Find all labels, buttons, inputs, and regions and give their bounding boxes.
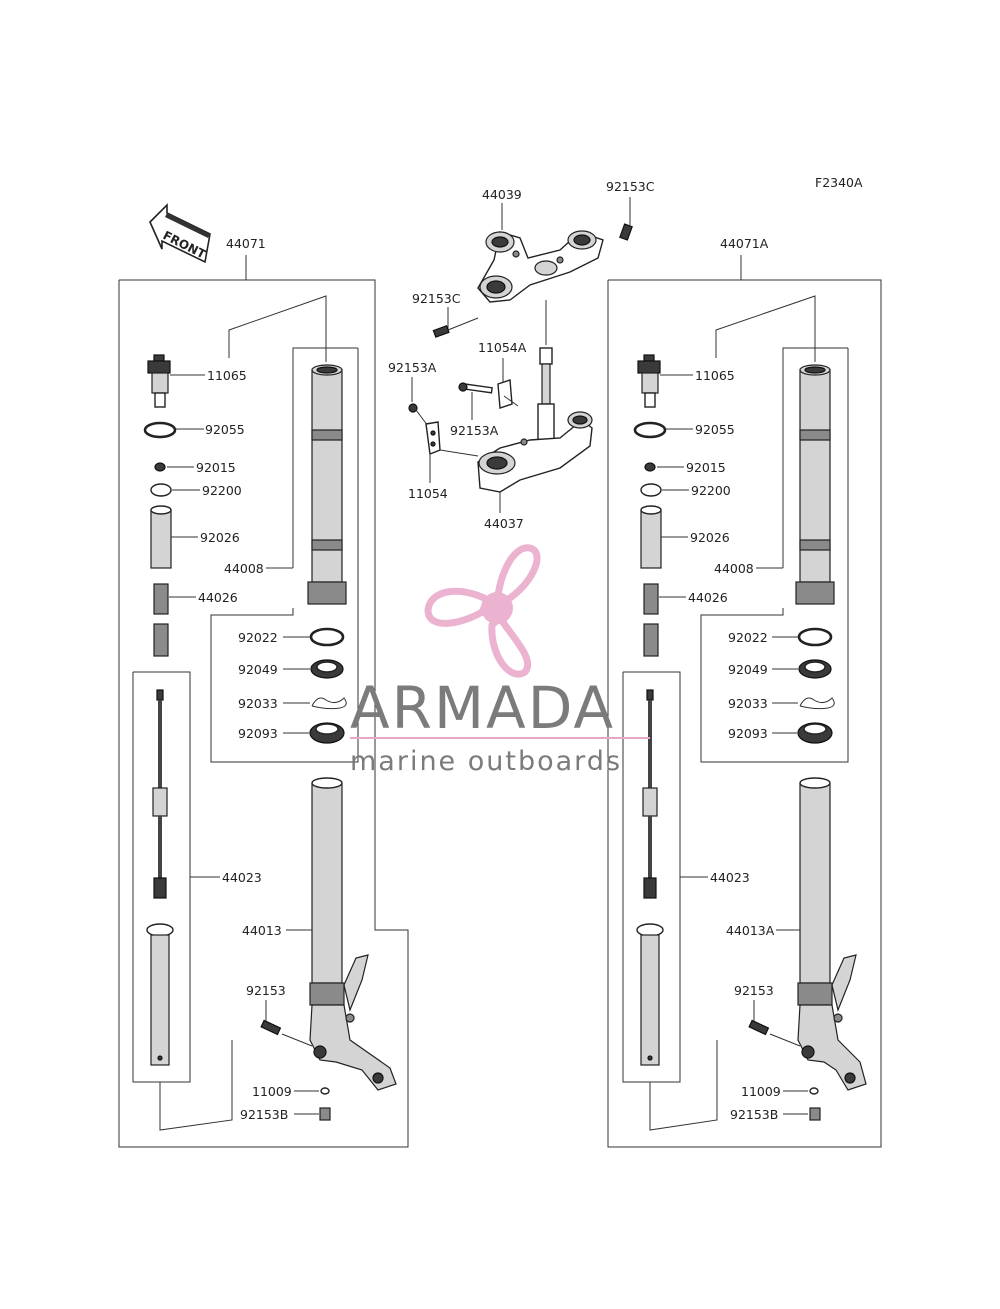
label-right-outer-tube: 44008 — [714, 561, 754, 576]
right-damper-rod — [636, 689, 664, 1066]
label-clamp: 11054 — [408, 486, 448, 501]
label-left-caliper-bolt: 92153 — [246, 983, 286, 998]
right-inner-tube — [797, 777, 867, 1091]
left-inner-tube — [309, 777, 397, 1091]
label-right-spring: 44026 — [688, 590, 728, 605]
left-nut — [154, 462, 166, 472]
left-washer — [150, 483, 172, 497]
label-right-damper-rod: 44023 — [710, 870, 750, 885]
left-dust-seal — [309, 722, 345, 744]
front-arrow-icon: FRONT — [149, 203, 211, 264]
label-bolt-a-mid: 92153A — [450, 423, 499, 438]
upper-bracket-group: 44039 — [477, 187, 604, 303]
label-upper-bracket: 44039 — [482, 187, 522, 202]
left-cap-bolt: 11065 — [147, 354, 247, 408]
watermark-brand: ARMADA — [350, 674, 615, 742]
right-cap-bolt: 11065 — [637, 354, 735, 408]
label-left-outer-tube: 44008 — [224, 561, 264, 576]
label-bolt-upper-right: 92153C — [606, 179, 655, 194]
label-right-washer: 92200 — [691, 483, 731, 498]
label-left-cap-bolt: 11065 — [207, 368, 247, 383]
label-right-dust-seal: 92093 — [728, 726, 768, 741]
clamp-11054a: 11054A — [478, 340, 527, 409]
label-bolt-a-left: 92153A — [388, 360, 437, 375]
label-left-dust-seal: 92093 — [238, 726, 278, 741]
propeller-logo-icon — [424, 544, 541, 678]
label-right-collar: 92026 — [690, 530, 730, 545]
label-right-gasket: 11009 — [741, 1084, 781, 1099]
label-left-assembly: 44071 — [226, 236, 266, 251]
right-oil-seal — [798, 659, 832, 679]
label-clamp-a: 11054A — [478, 340, 527, 355]
left-outer-tube — [307, 364, 347, 605]
left-o-ring — [143, 421, 177, 439]
right-nut — [644, 462, 656, 472]
label-right-circlip: 92033 — [728, 696, 768, 711]
right-caliper-bolt: 92153 — [734, 983, 801, 1047]
left-fork-assembly: 44071 11065 92055 92015 92200 92026 — [118, 236, 409, 1148]
left-oil-seal — [310, 659, 344, 679]
left-bottom-bolt — [319, 1107, 331, 1121]
right-fork-assembly: 44071A 11065 92055 92015 92200 92026 — [607, 236, 882, 1148]
label-left-inner-tube: 44013 — [242, 923, 282, 938]
label-right-oil-seal: 92049 — [728, 662, 768, 677]
bolt-92153c-left: 92153C — [412, 291, 479, 338]
right-circlip — [799, 697, 835, 710]
left-collar: 92026 — [150, 505, 240, 569]
watermark-tagline: marine outboards — [350, 746, 622, 777]
label-right-assembly: 44071A — [720, 236, 769, 251]
label-right-bottom-bolt: 92153B — [730, 1107, 778, 1122]
label-left-oil-seal: 92049 — [238, 662, 278, 677]
label-right-cap-bolt: 11065 — [695, 368, 735, 383]
clamp-11054: 11054 — [408, 421, 479, 501]
watermark: ARMADA marine outboards — [350, 544, 650, 777]
label-left-damper-rod: 44023 — [222, 870, 262, 885]
left-circlip — [311, 697, 347, 710]
label-left-o-ring: 92055 — [205, 422, 245, 437]
left-gasket — [320, 1087, 330, 1095]
label-bolt-upper-left: 92153C — [412, 291, 461, 306]
label-left-spring: 44026 — [198, 590, 238, 605]
label-left-bottom-bolt: 92153B — [240, 1107, 288, 1122]
label-right-nut: 92015 — [686, 460, 726, 475]
right-spring: 44026 — [643, 583, 728, 657]
right-washer — [640, 483, 662, 497]
label-left-collar: 92026 — [200, 530, 240, 545]
bolt-92153c-right: 92153C — [606, 179, 655, 241]
label-left-seal-a: 92022 — [238, 630, 278, 645]
right-o-ring — [633, 421, 667, 439]
label-left-gasket: 11009 — [252, 1084, 292, 1099]
right-outer-tube — [795, 364, 835, 605]
right-collar: 92026 — [640, 505, 730, 569]
label-left-circlip: 92033 — [238, 696, 278, 711]
bolt-92153a-mid: 92153A — [450, 382, 499, 438]
steering-stem: 44037 — [477, 300, 593, 531]
left-seal-a — [309, 627, 345, 647]
right-bottom-bolt — [809, 1107, 821, 1121]
left-damper-rod — [146, 689, 174, 1066]
bolt-92153a-left: 92153A — [388, 360, 437, 427]
right-seal-a — [797, 627, 833, 647]
label-stem-lower: 44037 — [484, 516, 524, 531]
label-left-nut: 92015 — [196, 460, 236, 475]
left-caliper-bolt: 92153 — [246, 983, 313, 1047]
label-right-o-ring: 92055 — [695, 422, 735, 437]
left-spring: 44026 — [153, 583, 238, 657]
right-gasket — [809, 1087, 819, 1095]
label-left-washer: 92200 — [202, 483, 242, 498]
label-right-inner-tube: 44013A — [726, 923, 775, 938]
label-right-caliper-bolt: 92153 — [734, 983, 774, 998]
diagram-code: F2340A — [815, 175, 863, 190]
label-right-seal-a: 92022 — [728, 630, 768, 645]
right-dust-seal — [797, 722, 833, 744]
